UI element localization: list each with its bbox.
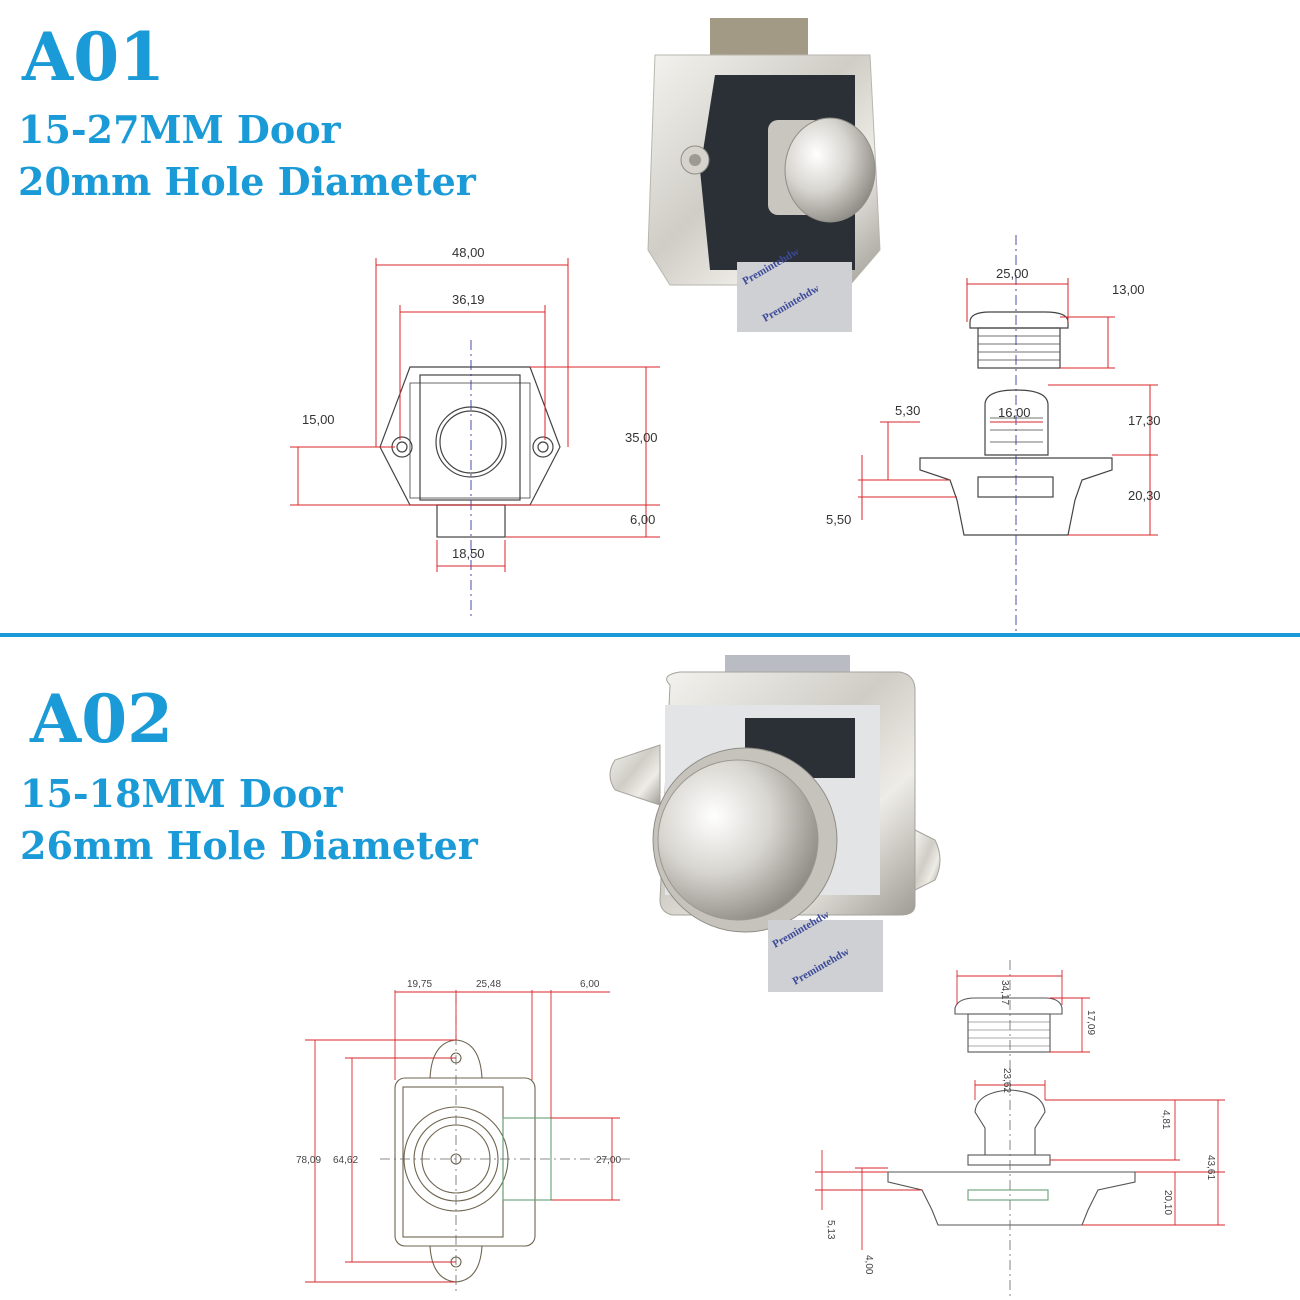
a02-dim-27: 27,00 bbox=[596, 1155, 621, 1166]
a02-dim-17-09: 17,09 bbox=[1085, 1010, 1096, 1035]
a01-model-title: A01 bbox=[22, 18, 166, 96]
a01-dim-16: 16,00 bbox=[998, 405, 1031, 420]
a01-dim-13: 13,00 bbox=[1112, 282, 1145, 297]
a02-hole-spec: 26mm Hole Diameter bbox=[20, 823, 478, 868]
a01-dim-17-3: 17,30 bbox=[1128, 413, 1161, 428]
a02-dim-64-62: 64,62 bbox=[333, 1155, 358, 1166]
a01-dim-5-5: 5,50 bbox=[826, 512, 851, 527]
a01-side-dimension-lines bbox=[858, 278, 1158, 536]
a02-door-spec: 15-18MM Door bbox=[20, 771, 343, 816]
a02-front-center-lines bbox=[380, 995, 630, 1295]
a02-dim-20-10: 20,10 bbox=[1162, 1190, 1173, 1215]
a02-watermark-label: Premintehdw Premintehdw bbox=[768, 909, 883, 992]
section-divider bbox=[0, 633, 1300, 637]
a02-dim-5-13: 5,13 bbox=[825, 1220, 836, 1240]
a02-side-dimension-lines bbox=[815, 970, 1225, 1250]
a01-dim-48: 48,00 bbox=[452, 245, 485, 260]
a01-dim-18: 18,50 bbox=[452, 546, 485, 561]
a01-dim-20-3: 20,30 bbox=[1128, 488, 1161, 503]
a01-hole-spec: 20mm Hole Diameter bbox=[18, 159, 476, 204]
a01-front-dimension-lines bbox=[290, 258, 660, 572]
a01-dim-15: 15,00 bbox=[302, 412, 335, 427]
a01-front-view bbox=[379, 366, 561, 538]
a02-dim-43-61: 43,61 bbox=[1205, 1155, 1216, 1180]
a01-dim-35: 35,00 bbox=[625, 430, 658, 445]
a01-product-photo bbox=[647, 18, 881, 286]
a02-dim-4-81: 4,81 bbox=[1160, 1110, 1171, 1130]
a01-door-spec: 15-27MM Door bbox=[18, 107, 341, 152]
a01-dim-6: 6,00 bbox=[630, 512, 655, 527]
a02-dim-23-62: 23,62 bbox=[1001, 1068, 1012, 1093]
a02-model-title: A02 bbox=[30, 680, 174, 758]
a02-dim-25-48: 25,48 bbox=[476, 979, 501, 990]
a02-front-view bbox=[394, 1039, 552, 1283]
a02-dim-34-17: 34,17 bbox=[999, 980, 1010, 1005]
a01-dim-5-3: 5,30 bbox=[895, 403, 920, 418]
a02-product-photo bbox=[609, 655, 941, 933]
a02-dim-19-75: 19,75 bbox=[407, 979, 432, 990]
a02-front-dimension-lines bbox=[305, 990, 620, 1283]
a01-dim-36: 36,19 bbox=[452, 292, 485, 307]
a02-dim-4: 4,00 bbox=[863, 1255, 874, 1275]
a02-side-view bbox=[887, 997, 1136, 1226]
a02-dim-6: 6,00 bbox=[580, 979, 600, 990]
a02-dim-78-09: 78,09 bbox=[296, 1155, 321, 1166]
a01-dim-25: 25,00 bbox=[996, 266, 1029, 281]
